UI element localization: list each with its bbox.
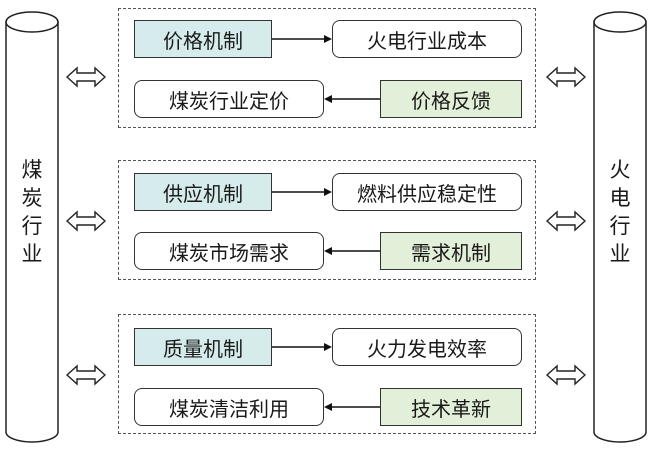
double-arrow-icon (66, 364, 106, 386)
coal-industry-label: 煤 炭 行 业 (21, 158, 43, 266)
arrow-right (272, 33, 332, 45)
price-mechanism-box: 价格机制 (134, 20, 272, 58)
coal-clean-utilization-box: 煤炭清洁利用 (134, 388, 324, 426)
arrow-right (272, 186, 332, 198)
thermal-power-cost-box: 火电行业成本 (332, 20, 522, 58)
coal-market-demand-box: 煤炭市场需求 (134, 232, 324, 270)
double-arrow-icon (546, 210, 586, 232)
price-mechanism-group (118, 8, 536, 128)
coal-industry-cylinder: 煤 炭 行 业 (4, 6, 60, 450)
demand-mechanism-box: 需求机制 (380, 232, 522, 270)
double-arrow-icon (66, 66, 106, 88)
supply-mechanism-box: 供应机制 (134, 173, 272, 211)
arrow-left (324, 245, 380, 257)
technology-innovation-box: 技术革新 (380, 388, 522, 426)
double-arrow-icon (66, 210, 106, 232)
coal-pricing-box: 煤炭行业定价 (134, 80, 324, 118)
power-generation-efficiency-box: 火力发电效率 (332, 328, 522, 366)
thermal-power-industry-cylinder: 火 电 行 业 (592, 6, 648, 450)
arrow-right (272, 341, 332, 353)
double-arrow-icon (546, 66, 586, 88)
price-feedback-box: 价格反馈 (380, 80, 522, 118)
quality-mechanism-box: 质量机制 (134, 328, 272, 366)
supply-mechanism-group (118, 160, 536, 280)
fuel-supply-stability-box: 燃料供应稳定性 (332, 173, 522, 211)
arrow-left (324, 401, 380, 413)
thermal-power-industry-label: 火 电 行 业 (609, 158, 631, 266)
double-arrow-icon (546, 364, 586, 386)
arrow-left (324, 93, 380, 105)
quality-mechanism-group (118, 314, 536, 434)
